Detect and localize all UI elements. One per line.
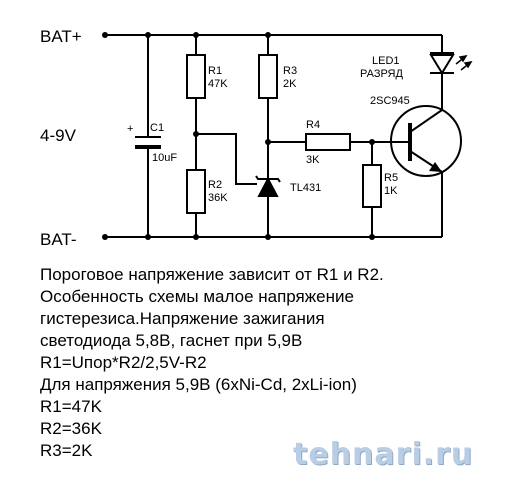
junction-dot (145, 32, 151, 38)
supply-voltage-label: 4-9V (40, 126, 77, 145)
led-label: РАЗРЯД (360, 68, 403, 80)
description-line: R1=Uпор*R2/2,5V-R2 (40, 353, 207, 372)
light-emission-icon (455, 54, 473, 71)
junction-dot (265, 139, 271, 145)
r3-value: 2K (283, 78, 297, 90)
tl431-symbol (255, 175, 281, 197)
description-line: R2=36K (40, 419, 102, 438)
description-text: Пороговое напряжение зависит от R1 и R2.… (40, 264, 500, 462)
description-line: светодиода 5,8В, гаснет при 5,9В (40, 331, 303, 350)
junction-dot (193, 32, 199, 38)
r1-name: R1 (208, 65, 222, 77)
circuit-schematic: BAT+ BAT- 4-9V + C1 10uF R1 47K R2 36K R… (40, 27, 473, 249)
description-line: R3=2K (40, 441, 93, 460)
bat-plus-label: BAT+ (40, 27, 82, 46)
r4-value: 3K (306, 154, 320, 166)
bat-plus-terminal (102, 32, 108, 38)
capacitor-c1-symbol (135, 136, 161, 149)
junction-dot (145, 234, 151, 240)
r4-name: R4 (306, 119, 320, 131)
junction-dot (193, 131, 199, 137)
resistor-r4 (305, 133, 351, 151)
r2-value: 36K (208, 192, 228, 204)
transistor-name: 2SC945 (370, 95, 410, 107)
description-line: гистерезиса.Напряжение зажигания (40, 309, 325, 328)
resistor-r1 (186, 54, 206, 99)
npn-transistor-symbol (390, 105, 462, 177)
watermark: tehnari.ru (293, 437, 474, 472)
resistor-r2 (186, 169, 206, 214)
r5-name: R5 (384, 172, 398, 184)
junction-dot (369, 139, 375, 145)
ref-wire (196, 133, 257, 185)
description-line: Особенность схемы малое напряжение (40, 287, 354, 306)
bat-minus-terminal (102, 234, 108, 240)
r5-value: 1K (384, 185, 398, 197)
led-symbol (429, 52, 455, 75)
r3-name: R3 (283, 65, 297, 77)
junction-dot (369, 234, 375, 240)
description-line: R1=47K (40, 397, 102, 416)
junction-dot (193, 234, 199, 240)
r2-name: R2 (208, 179, 222, 191)
description-line: Пороговое напряжение зависит от R1 и R2. (40, 265, 384, 284)
junction-dot (265, 32, 271, 38)
c1-polarity-mark: + (127, 123, 133, 135)
junction-dot (265, 234, 271, 240)
resistor-r5 (362, 164, 382, 208)
c1-name: C1 (150, 122, 164, 134)
description-line: Для напряжения 5,9В (6xNi-Cd, 2xLi-ion) (40, 375, 357, 394)
led-name: LED1 (372, 55, 400, 67)
c1-value: 10uF (152, 152, 177, 164)
r1-value: 47K (208, 78, 228, 90)
bat-minus-label: BAT- (40, 230, 77, 249)
resistor-r3 (258, 54, 278, 99)
tl431-name: TL431 (290, 182, 321, 194)
